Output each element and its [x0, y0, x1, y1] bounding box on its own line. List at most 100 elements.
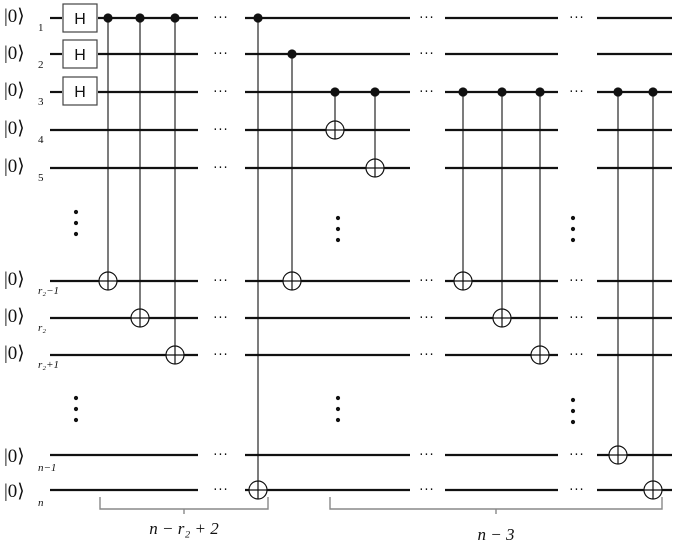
- cnot-gate: [492, 87, 512, 328]
- qubit-label-5: |0⟩ 5: [4, 156, 44, 184]
- vertical-ellipsis: [570, 215, 576, 243]
- control-dot: [330, 87, 340, 97]
- horizontal-ellipsis: ···: [213, 483, 228, 498]
- control-dot: [497, 87, 507, 97]
- vertical-ellipsis: [335, 215, 341, 243]
- ket: |0⟩: [4, 446, 25, 467]
- ket: |0⟩: [4, 306, 25, 327]
- hadamard-gate-q2: H: [62, 39, 98, 69]
- ket-subscript: 3: [38, 96, 44, 108]
- brace-left: n − r₂ + 2: [99, 497, 269, 538]
- horizontal-ellipsis: ···: [569, 274, 584, 289]
- horizontal-ellipsis: ···: [419, 483, 434, 498]
- ket-subscript: r₂−1: [38, 285, 59, 297]
- ket-subscript: 4: [38, 134, 44, 146]
- horizontal-ellipsis: ···: [419, 11, 434, 26]
- vertical-dot: [73, 231, 79, 237]
- qubit-label-4: |0⟩ 4: [4, 118, 44, 146]
- horizontal-ellipsis: ···: [213, 274, 228, 289]
- ket: |0⟩: [4, 156, 25, 177]
- cnot-gate: [365, 87, 385, 178]
- control-dot: [648, 87, 658, 97]
- horizontal-ellipsis: ···: [569, 483, 584, 498]
- cnot-gate: [165, 13, 185, 365]
- control-dot: [253, 13, 263, 23]
- vertical-dot: [335, 226, 341, 232]
- vertical-dot: [73, 220, 79, 226]
- ket-subscript: 1: [38, 22, 44, 34]
- ket: |0⟩: [4, 481, 25, 502]
- control-dot: [613, 87, 623, 97]
- qubit-label-r2-plus-1: |0⟩ r₂+1: [4, 343, 59, 371]
- vertical-dot: [73, 209, 79, 215]
- control-dot: [287, 49, 297, 59]
- vertical-dot: [570, 237, 576, 243]
- brace-right: n − 3: [329, 497, 663, 544]
- ket: |0⟩: [4, 343, 25, 364]
- horizontal-ellipsis: ···: [213, 348, 228, 363]
- cnot-gate: [530, 87, 550, 365]
- horizontal-ellipsis: ···: [213, 311, 228, 326]
- horizontal-ellipsis: ···: [569, 448, 584, 463]
- qubit-label-r2: |0⟩ r₂: [4, 306, 46, 334]
- qubit-label-1: |0⟩ 1: [4, 6, 44, 34]
- cnot-gate: [130, 13, 150, 328]
- horizontal-ellipsis: ···: [213, 11, 228, 26]
- hadamard-gate-q1: H: [62, 3, 98, 33]
- cnot-gate: [98, 13, 118, 291]
- cnot-gate: [325, 87, 345, 140]
- ket: |0⟩: [4, 6, 25, 27]
- vertical-dot: [570, 397, 576, 403]
- control-dot: [535, 87, 545, 97]
- vertical-dot: [570, 408, 576, 414]
- cnot-gate: [608, 87, 628, 465]
- ket: |0⟩: [4, 43, 25, 64]
- gate-label: H: [74, 11, 86, 28]
- cnot-gate: [453, 87, 473, 291]
- vertical-dot: [73, 406, 79, 412]
- ket-subscript: r₂+1: [38, 359, 59, 371]
- qubit-labels: |0⟩ 1 |0⟩ 2 |0⟩ 3 |0⟩ 4 |0⟩ 5 |0⟩ r₂−1 |…: [4, 6, 59, 509]
- vertical-dot: [335, 395, 341, 401]
- vertical-ellipsis: [335, 395, 341, 423]
- control-dot: [458, 87, 468, 97]
- hadamard-gates: H H H: [62, 3, 98, 106]
- cnot-gates: [98, 13, 663, 500]
- ket: |0⟩: [4, 80, 25, 101]
- vertical-ellipsis: [570, 397, 576, 425]
- qubit-label-2: |0⟩ 2: [4, 43, 44, 71]
- control-dot: [135, 13, 145, 23]
- horizontal-ellipsis: ···: [569, 85, 584, 100]
- ket-subscript: 5: [38, 172, 44, 184]
- horizontal-ellipses: ··· ··· ··· ··· ··· ··· ··· ··· ··· ··· ··· ··· ··· ·…: [213, 11, 584, 498]
- cnot-gate: [282, 49, 302, 291]
- horizontal-ellipsis: ···: [213, 448, 228, 463]
- control-dot: [170, 13, 180, 23]
- vertical-dot: [73, 417, 79, 423]
- horizontal-ellipsis: ···: [419, 47, 434, 62]
- control-dot: [103, 13, 113, 23]
- vertical-ellipsis: [73, 209, 79, 237]
- horizontal-ellipsis: ···: [569, 11, 584, 26]
- vertical-dot: [73, 395, 79, 401]
- control-dot: [370, 87, 380, 97]
- horizontal-ellipsis: ···: [213, 161, 228, 176]
- vertical-dot: [570, 215, 576, 221]
- vertical-dot: [570, 226, 576, 232]
- vertical-dot: [335, 237, 341, 243]
- horizontal-ellipsis: ···: [213, 123, 228, 138]
- qubit-label-n: |0⟩ n: [4, 481, 44, 509]
- qubit-label-r2-minus-1: |0⟩ r₂−1: [4, 269, 59, 297]
- cnot-gate: [643, 87, 663, 500]
- qubit-label-n-minus-1: |0⟩ n−1: [4, 446, 56, 474]
- horizontal-ellipsis: ···: [569, 348, 584, 363]
- ket: |0⟩: [4, 269, 25, 290]
- horizontal-ellipsis: ···: [419, 348, 434, 363]
- gate-label: H: [74, 84, 86, 101]
- ket-subscript: 2: [38, 59, 44, 71]
- brace-label-left: n − r₂ + 2: [149, 519, 219, 538]
- ket-subscript: n−1: [38, 462, 56, 474]
- horizontal-ellipsis: ···: [419, 274, 434, 289]
- ket-subscript: n: [38, 497, 44, 509]
- ket: |0⟩: [4, 118, 25, 139]
